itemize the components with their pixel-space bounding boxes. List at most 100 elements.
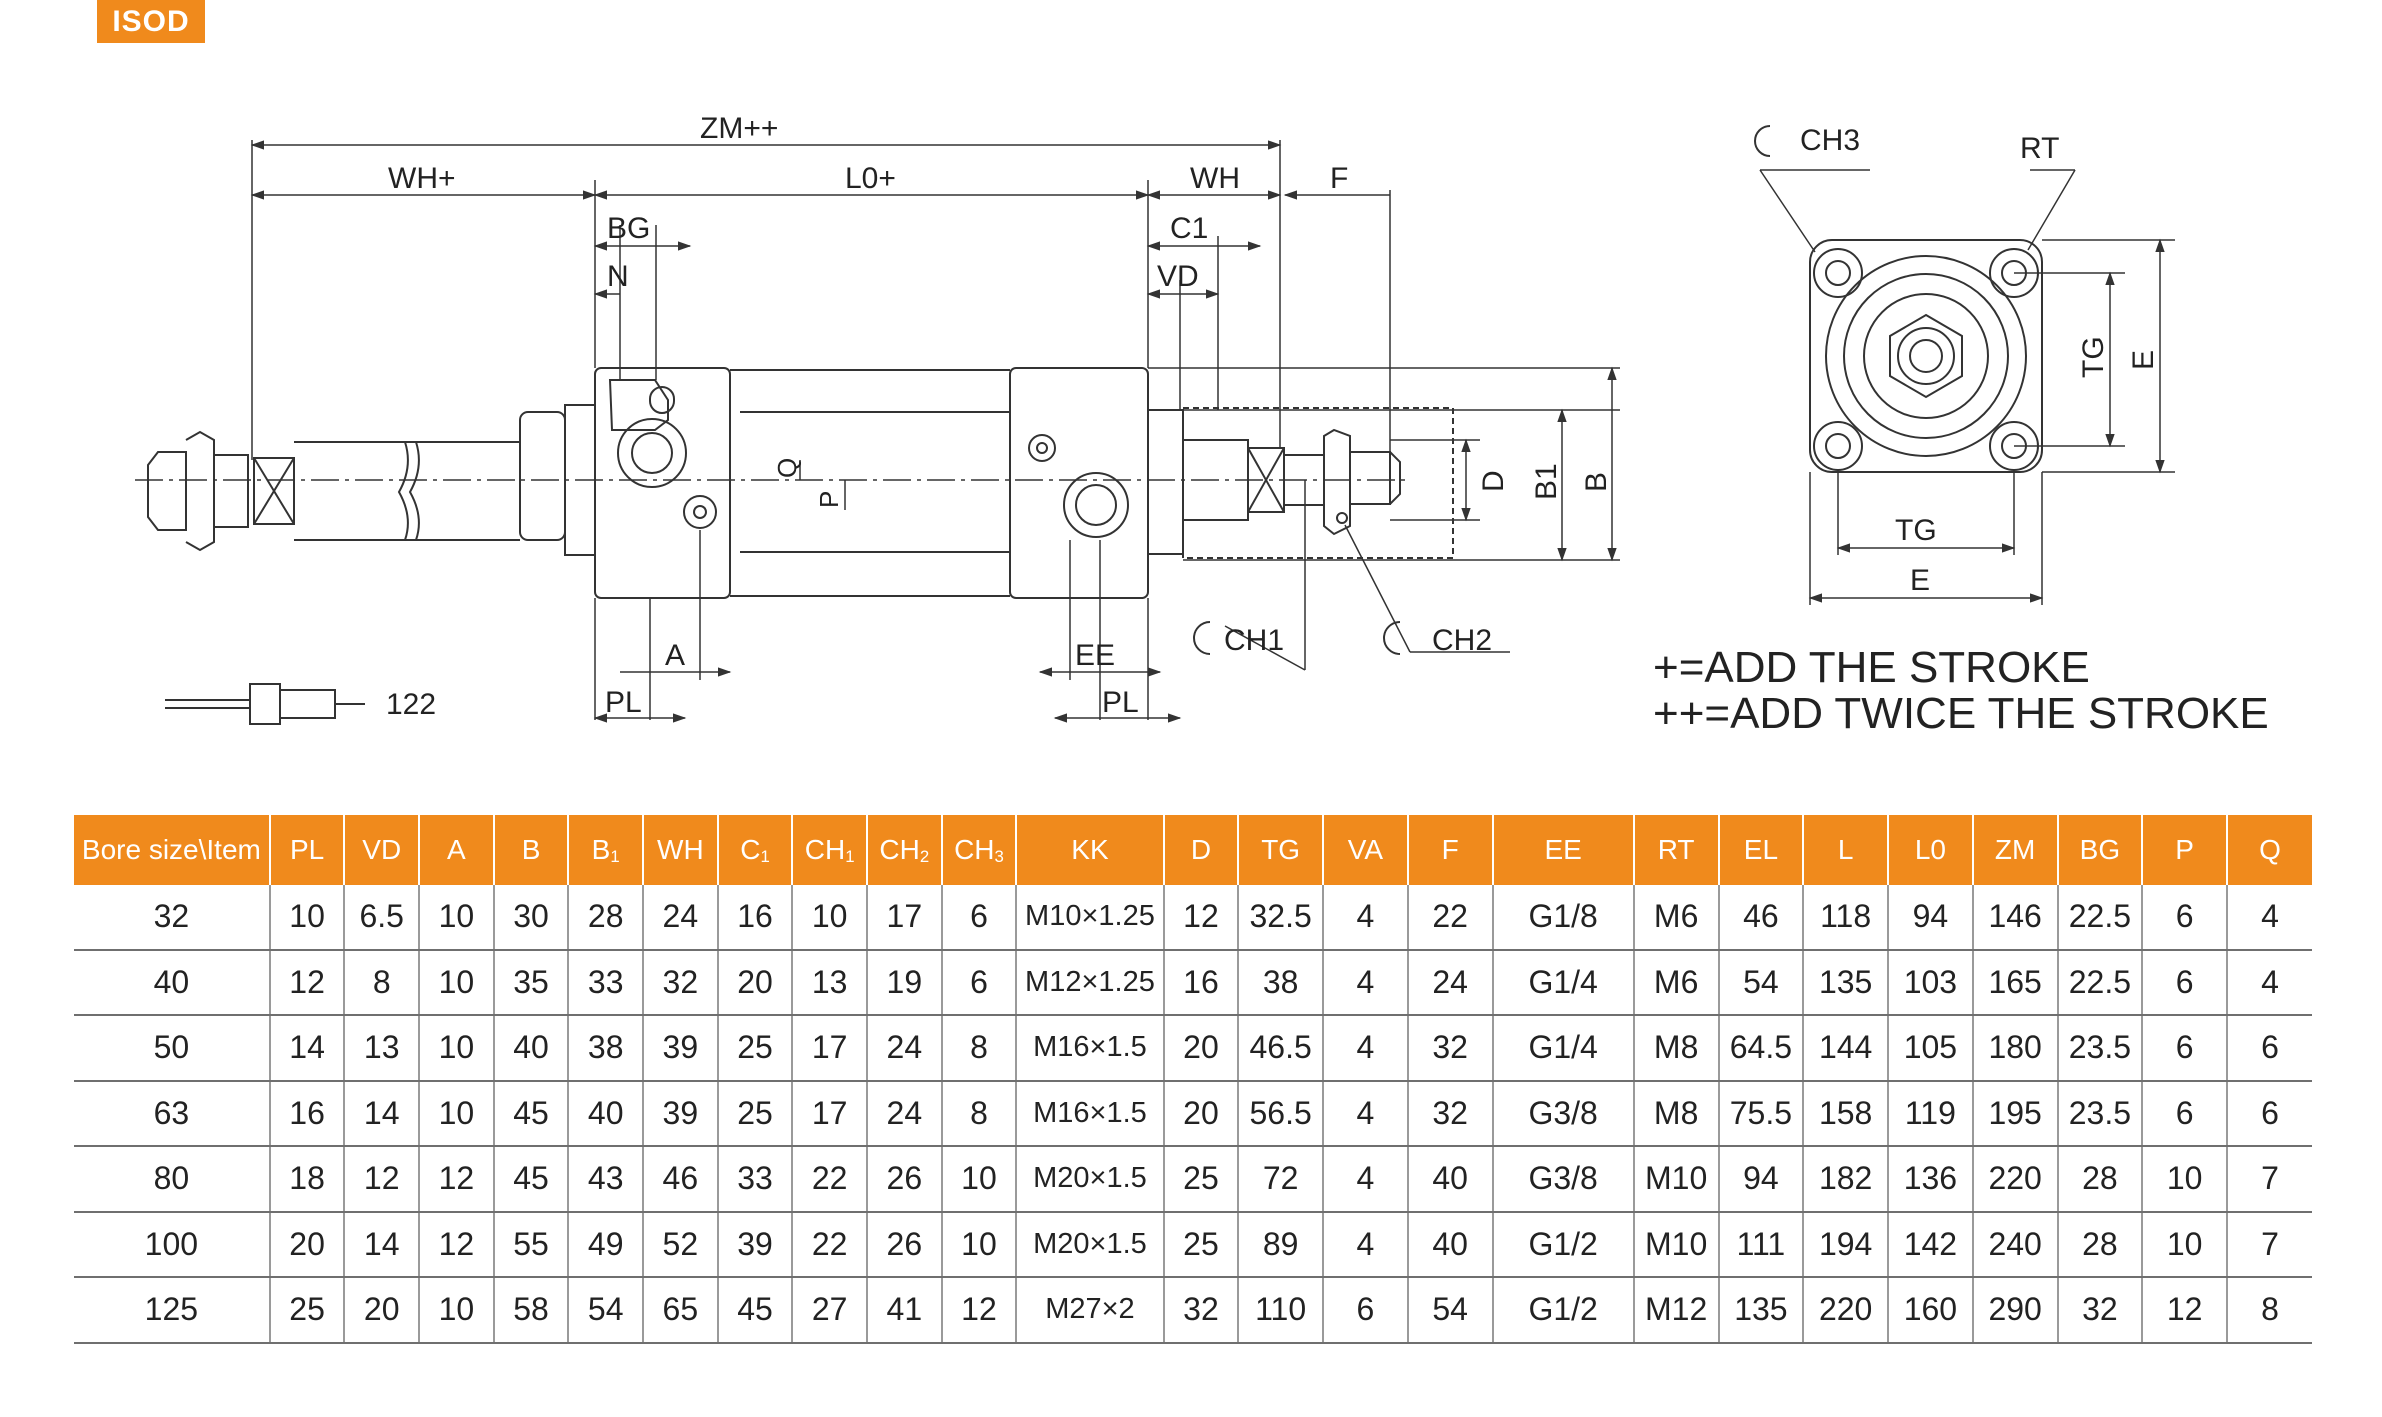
table-cell: 24 xyxy=(865,1080,942,1147)
table-cell: 20 xyxy=(343,1277,420,1344)
column-header: CH3 xyxy=(940,815,1017,885)
table-cell: 65 xyxy=(642,1277,718,1344)
table-cell: G3/8 xyxy=(1491,1146,1634,1213)
column-header-label: RT xyxy=(1657,834,1695,865)
table-cell: M12 xyxy=(1632,1277,1719,1344)
table-cell: 12 xyxy=(268,949,345,1016)
table-cell: 4 xyxy=(1322,1080,1408,1147)
column-header: WH xyxy=(642,815,718,885)
dim-b1-label: B1 xyxy=(1530,463,1563,500)
table-cell: 240 xyxy=(1971,1211,2058,1278)
dim-f-label: F xyxy=(1330,162,1348,195)
table-cell: 12 xyxy=(418,1146,494,1213)
dim-p-label: P xyxy=(814,491,844,508)
table-cell: 125 xyxy=(74,1277,270,1344)
table-cell: 94 xyxy=(1887,885,1973,951)
table-cell: 32 xyxy=(1406,1080,1493,1147)
table-cell: 290 xyxy=(1971,1277,2058,1344)
table-cell: 194 xyxy=(1802,1211,1889,1278)
table-cell: 10 xyxy=(418,1015,494,1082)
table-cell: 46 xyxy=(1717,885,1804,951)
table-cell: 32.5 xyxy=(1237,885,1324,951)
table-cell: 220 xyxy=(1971,1146,2058,1213)
table-cell: 7 xyxy=(2226,1146,2312,1213)
table-cell: 16 xyxy=(716,885,793,951)
cylinder-dimension-drawing: ZM++ WH+ L0+ WH F BG N C1 VD A PL EE PL … xyxy=(135,112,2175,725)
table-cell: M16×1.5 xyxy=(1015,1080,1164,1147)
column-header-label: L0 xyxy=(1914,834,1946,865)
table-cell: 6 xyxy=(940,949,1017,1016)
table-cell: 19 xyxy=(865,949,942,1016)
column-header-label: D xyxy=(1190,834,1212,865)
table-cell: 16 xyxy=(268,1080,345,1147)
table-cell: 32 xyxy=(1406,1015,1493,1082)
dim-pl-label: PL xyxy=(605,686,642,719)
table-cell: 28 xyxy=(567,885,644,951)
table-cell: 8 xyxy=(2226,1277,2312,1344)
table-cell: 32 xyxy=(642,949,718,1016)
table-cell: 54 xyxy=(1406,1277,1493,1344)
table-cell: 22 xyxy=(791,1211,867,1278)
table-cell: 8 xyxy=(343,949,420,1016)
dim-wh-plus-label: WH+ xyxy=(388,162,456,195)
table-cell: 118 xyxy=(1802,885,1889,951)
column-header: VA xyxy=(1322,815,1408,885)
dim-a-label: A xyxy=(665,639,685,672)
column-header-label: ZM xyxy=(1994,834,2036,865)
table-cell: 33 xyxy=(567,949,644,1016)
table-cell: 10 xyxy=(2141,1211,2228,1278)
table-cell: M6 xyxy=(1632,949,1719,1016)
column-header-label: PL xyxy=(289,834,325,865)
table-cell: 10 xyxy=(940,1146,1017,1213)
dim-b-label: B xyxy=(1580,472,1613,492)
table-cell: 22 xyxy=(791,1146,867,1213)
ch3-label: CH3 xyxy=(1800,124,1860,157)
table-cell: 38 xyxy=(1237,949,1324,1016)
table-cell: 32 xyxy=(2056,1277,2143,1344)
table-cell: 17 xyxy=(865,885,942,951)
column-header-label: C xyxy=(740,833,761,865)
table-cell: 30 xyxy=(492,885,569,951)
table-cell: 195 xyxy=(1971,1080,2058,1147)
column-header: Bore size\Item xyxy=(74,815,270,885)
table-cell: 45 xyxy=(492,1146,569,1213)
table-cell: 54 xyxy=(567,1277,644,1344)
column-header: CH1 xyxy=(791,815,867,885)
table-cell: 146 xyxy=(1971,885,2058,951)
column-header-label: KK xyxy=(1071,834,1109,865)
table-cell: 165 xyxy=(1971,949,2058,1016)
dim-wh-label: WH xyxy=(1190,162,1240,195)
column-header: F xyxy=(1406,815,1493,885)
table-cell: 32 xyxy=(74,885,270,951)
table-cell: 12 xyxy=(1162,885,1239,951)
table-cell: 39 xyxy=(716,1211,793,1278)
table-cell: 35 xyxy=(492,949,569,1016)
table-cell: 14 xyxy=(343,1211,420,1278)
table-cell: 45 xyxy=(492,1080,569,1147)
column-header: EE xyxy=(1491,815,1634,885)
table-cell: 45 xyxy=(716,1277,793,1344)
table-cell: 27 xyxy=(791,1277,867,1344)
table-cell: 24 xyxy=(1406,949,1493,1016)
table-cell: 4 xyxy=(2226,949,2312,1016)
table-cell: 58 xyxy=(492,1277,569,1344)
table-cell: M20×1.5 xyxy=(1015,1146,1164,1213)
table-cell: 25 xyxy=(1162,1211,1239,1278)
note-add-twice-stroke: ++=ADD TWICE THE STROKE xyxy=(1653,689,2269,738)
part-number-label: 122 xyxy=(386,688,436,721)
table-cell: 103 xyxy=(1887,949,1973,1016)
table-cell: 10 xyxy=(418,885,494,951)
table-cell: 105 xyxy=(1887,1015,1973,1082)
table-cell: 12 xyxy=(343,1146,420,1213)
table-cell: 20 xyxy=(1162,1080,1239,1147)
table-cell: 52 xyxy=(642,1211,718,1278)
column-header: ZM xyxy=(1971,815,2058,885)
column-header-label: CH xyxy=(879,833,920,865)
table-cell: 40 xyxy=(567,1080,644,1147)
table-cell: 10 xyxy=(268,885,345,951)
